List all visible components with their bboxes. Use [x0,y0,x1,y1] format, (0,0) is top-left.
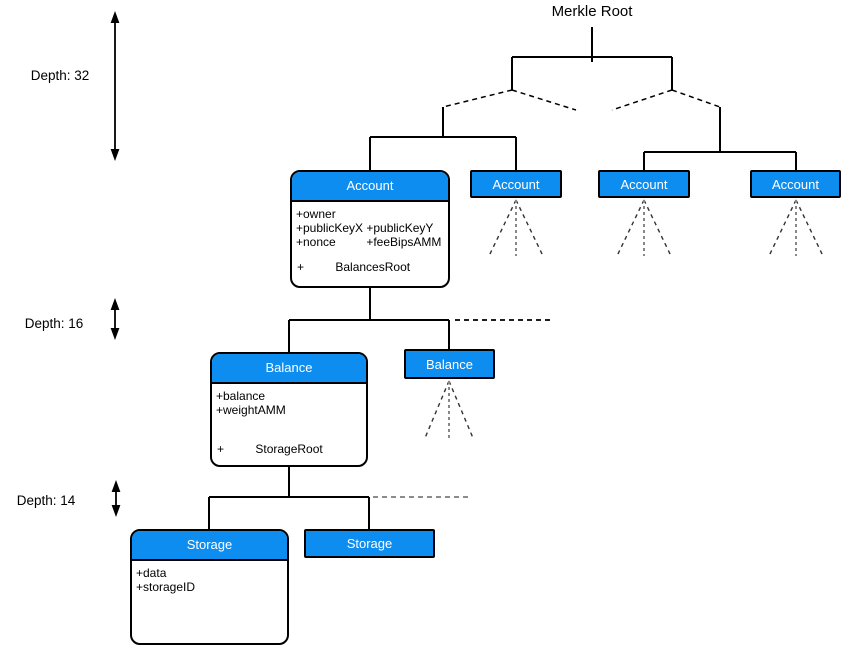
depth-16-arrow [110,298,120,340]
account-node-title: Account [292,172,448,202]
account-balancesroot-plus: + [297,260,305,274]
skipped-levels-left-branch [442,89,577,111]
account-field-publickeyx: +publicKeyX [296,221,364,235]
depth-14-arrow [111,480,121,517]
account-balancesroot-name: BalancesRoot [335,260,411,274]
account-leaf-1: Account [470,170,562,198]
balance-node-body: +balance +weightAMM + StorageRoot [212,384,366,465]
account-field-publickeyy: +publicKeyY [366,221,434,235]
account-leaf-3: Account [750,170,841,198]
merkle-root-label: Merkle Root [551,3,633,20]
balance-leaf: Balance [404,349,495,379]
balance-node: Balance +balance +weightAMM + StorageRoo… [210,352,368,467]
subtree-fan-balance [424,380,474,439]
account-leaf-2: Account [598,170,690,198]
account-node: Account +owner +publicKeyX +publicKeyY +… [290,170,450,288]
balance-field-weightamm: +weightAMM [216,403,286,417]
subtree-fan-account-3 [768,199,824,257]
depth-14-label: Depth: 14 [16,493,76,508]
right-account-connector [643,107,797,170]
storage-node-body: +data +storageID [132,561,287,643]
account-balancesroot-row: + BalancesRoot [297,260,410,274]
storage-field-data: +data [136,566,167,580]
storage-node-title: Storage [132,531,287,561]
account-node-body: +owner +publicKeyX +publicKeyY +nonce +f… [292,202,448,286]
account-field-owner: +owner [296,207,336,221]
balance-connector [288,288,450,352]
storage-node: Storage +data +storageID [130,529,289,645]
balance-storageroot-plus: + [217,442,225,456]
balance-field-balance: +balance [216,389,266,403]
storage-field-storageid: +storageID [136,580,196,594]
skipped-levels-right-branch [611,89,721,111]
depth-32-arrow [110,11,120,161]
left-account-connector [369,107,517,170]
depth-32-label: Depth: 32 [30,68,90,83]
subtree-fan-account-1 [488,199,544,257]
account-field-nonce: +nonce [296,235,336,249]
account-field-feebipsamm: +feeBipsAMM [366,235,442,249]
depth-16-label: Depth: 16 [24,316,84,331]
storage-leaf: Storage [304,529,435,558]
balance-storageroot-row: + StorageRoot [217,442,323,456]
root-connector [511,27,673,90]
storage-connector [208,467,370,529]
balance-storageroot-name: StorageRoot [255,442,323,456]
balance-node-title: Balance [212,354,366,384]
subtree-fan-account-2 [616,199,672,257]
